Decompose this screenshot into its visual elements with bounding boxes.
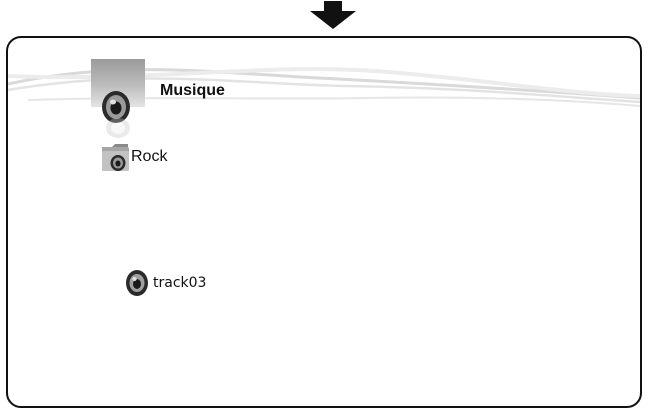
media-browser-panel: Musique Rock track03 bbox=[6, 36, 642, 408]
track-label: track03 bbox=[153, 275, 207, 291]
scroll-down-arrow-icon[interactable] bbox=[310, 0, 356, 30]
music-icon-reflection bbox=[106, 118, 130, 138]
folder-item-rock[interactable]: Rock bbox=[100, 139, 167, 175]
music-speaker-icon bbox=[102, 91, 130, 123]
audio-track-icon bbox=[126, 270, 148, 296]
category-title: Musique bbox=[160, 82, 225, 99]
music-folder-icon bbox=[102, 144, 129, 171]
track-item-track03[interactable]: track03 bbox=[124, 268, 206, 298]
folder-label: Rock bbox=[131, 148, 168, 165]
